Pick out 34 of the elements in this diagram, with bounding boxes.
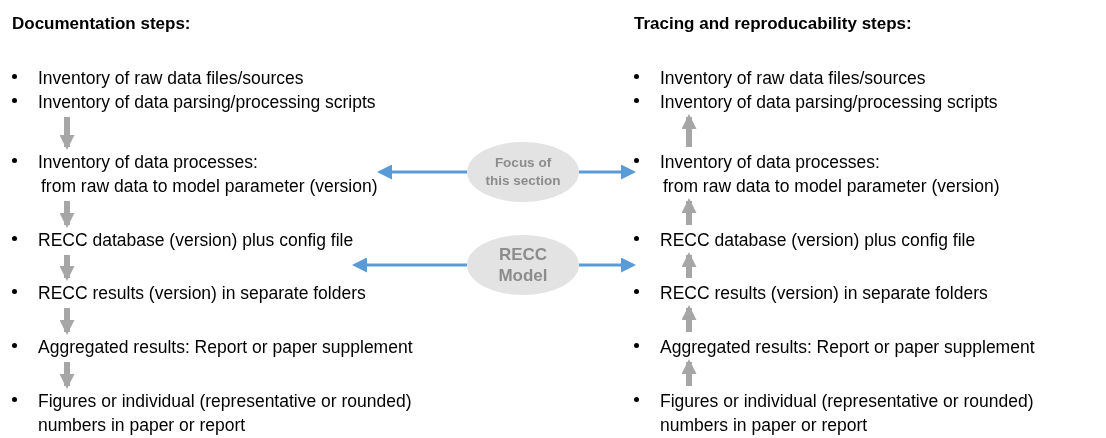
list-item-text: Inventory of raw data files/sources [660, 67, 926, 90]
list-item-text: RECC database (version) plus config file [660, 229, 976, 252]
list-item-text: RECC results (version) in separate folders [660, 282, 988, 305]
list-item-text: Inventory of data processes: [38, 151, 259, 174]
arrow [579, 257, 636, 273]
ellipse-label: Focus of this section [484, 154, 562, 190]
arrow [59, 308, 75, 335]
arrow [59, 362, 75, 389]
arrow [681, 252, 697, 278]
column-heading: Tracing and reproducability steps: [634, 14, 912, 34]
list-item-text: from raw data to model parameter (version) [40, 175, 378, 198]
list-item-text: Inventory of raw data files/sources [38, 67, 304, 90]
arrow [681, 359, 697, 386]
arrow [681, 305, 697, 332]
arrow [681, 198, 697, 225]
arrow [59, 255, 75, 281]
column-heading: Documentation steps: [12, 14, 191, 34]
arrow [681, 114, 697, 147]
ellipse-label: RECC Model [497, 244, 549, 286]
list-item-text: Figures or individual (representative or rounded) numbers in paper or report [660, 390, 1035, 437]
arrow [377, 164, 467, 180]
arrow [59, 201, 75, 228]
list-item-text: RECC database (version) plus config file [38, 229, 354, 252]
list-item-text: Aggregated results: Report or paper supplement [660, 336, 1035, 359]
list-item-text: Inventory of data parsing/processing scripts [660, 91, 998, 114]
arrow [579, 164, 636, 180]
list-item-text: RECC results (version) in separate folders [38, 282, 366, 305]
list-item-text: Inventory of data processes: [660, 151, 881, 174]
list-item-text: Figures or individual (representative or rounded) numbers in paper or report [38, 390, 413, 437]
arrow [352, 257, 467, 273]
list-item-text: Aggregated results: Report or paper supplement [38, 336, 413, 359]
arrow [59, 117, 75, 150]
list-item-text: from raw data to model parameter (version) [662, 175, 1000, 198]
list-item-text: Inventory of data parsing/processing scripts [38, 91, 376, 114]
